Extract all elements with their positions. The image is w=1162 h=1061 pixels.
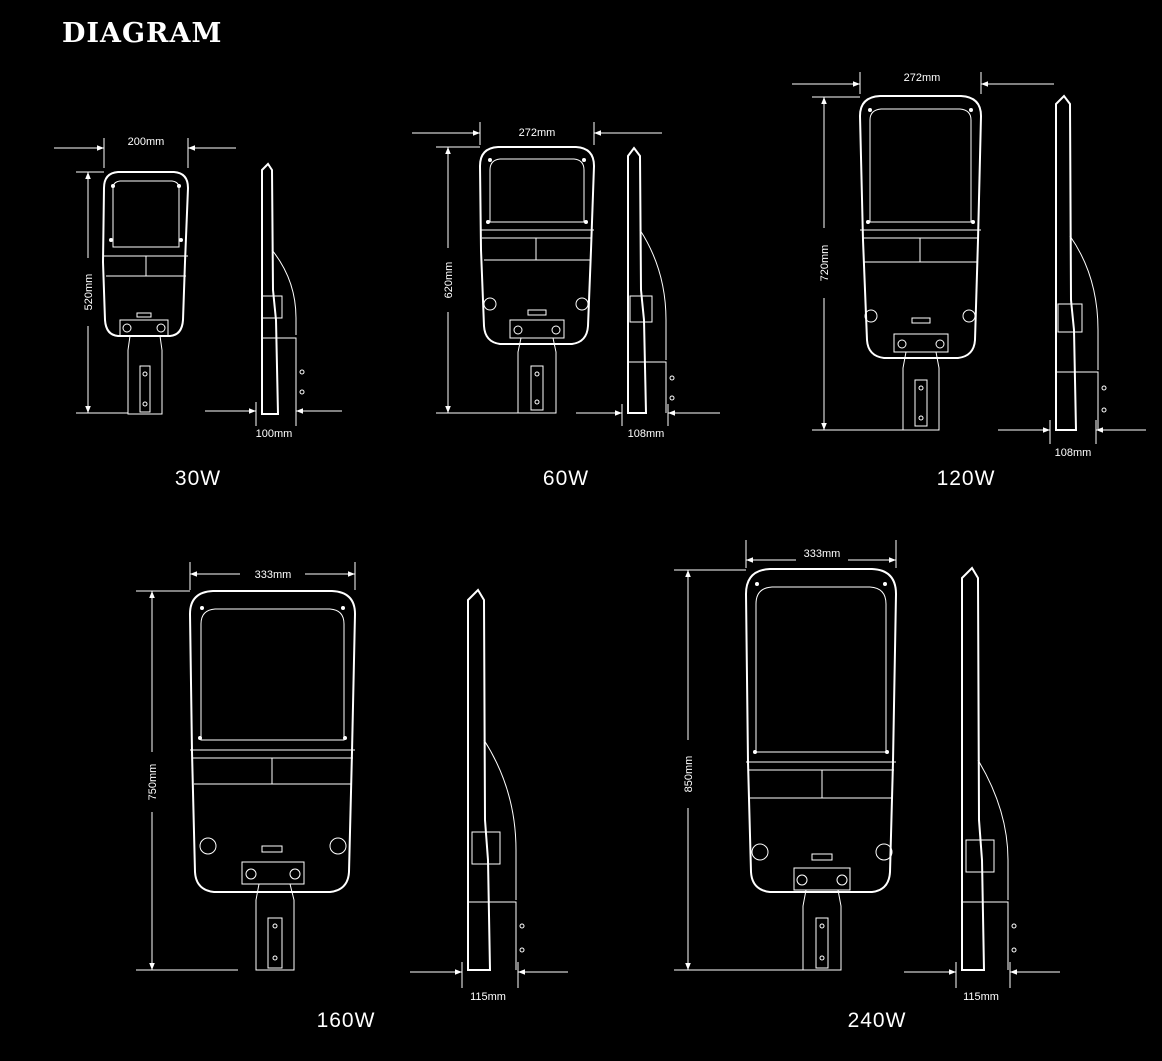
front-view-30w [101, 171, 190, 415]
side-view-30w [261, 162, 305, 415]
dimension-depth: 100mm [256, 428, 293, 440]
front-view-120w [858, 95, 983, 431]
dimension-width: 333mm [804, 548, 841, 560]
lamp-120w: 272mm 720mm 108mm 120W [792, 72, 1146, 490]
dimension-width: 333mm [255, 569, 292, 581]
side-view-160w [467, 588, 525, 971]
dimension-depth: 115mm [470, 991, 506, 1003]
page-title: DIAGRAM [62, 18, 223, 49]
dimension-height: 750mm [147, 764, 159, 801]
wattage-label: 160W [317, 1009, 376, 1032]
front-view-160w [188, 590, 357, 971]
wattage-label: 60W [543, 467, 589, 490]
dimension-height: 720mm [819, 245, 831, 282]
lamp-160w: 333mm 750mm 115mm 160W [136, 562, 568, 1032]
wattage-label: 240W [848, 1009, 907, 1032]
dimension-height: 520mm [83, 274, 95, 311]
side-view-240w [961, 566, 1017, 971]
dimension-width: 272mm [519, 127, 556, 139]
lamp-240w: 333mm 850mm 115mm 240W [674, 540, 1060, 1032]
dimension-height: 850mm [683, 756, 695, 793]
side-view-120w [1055, 94, 1107, 431]
dimension-width: 272mm [904, 72, 941, 84]
front-view-240w [744, 568, 898, 971]
wattage-label: 30W [175, 467, 221, 490]
lamp-30w: 200mm 520mm 100mm 30W [54, 136, 342, 490]
front-view-60w [478, 146, 596, 414]
dimension-width: 200mm [128, 136, 165, 148]
dimension-depth: 115mm [963, 991, 999, 1003]
wattage-label: 120W [937, 467, 996, 490]
dimension-height: 620mm [443, 262, 455, 299]
lamp-60w: 272mm 620mm 108mm 60W [412, 122, 720, 490]
dimension-depth: 108mm [628, 428, 665, 440]
side-view-60w [627, 146, 675, 414]
dimension-depth: 108mm [1055, 447, 1092, 459]
